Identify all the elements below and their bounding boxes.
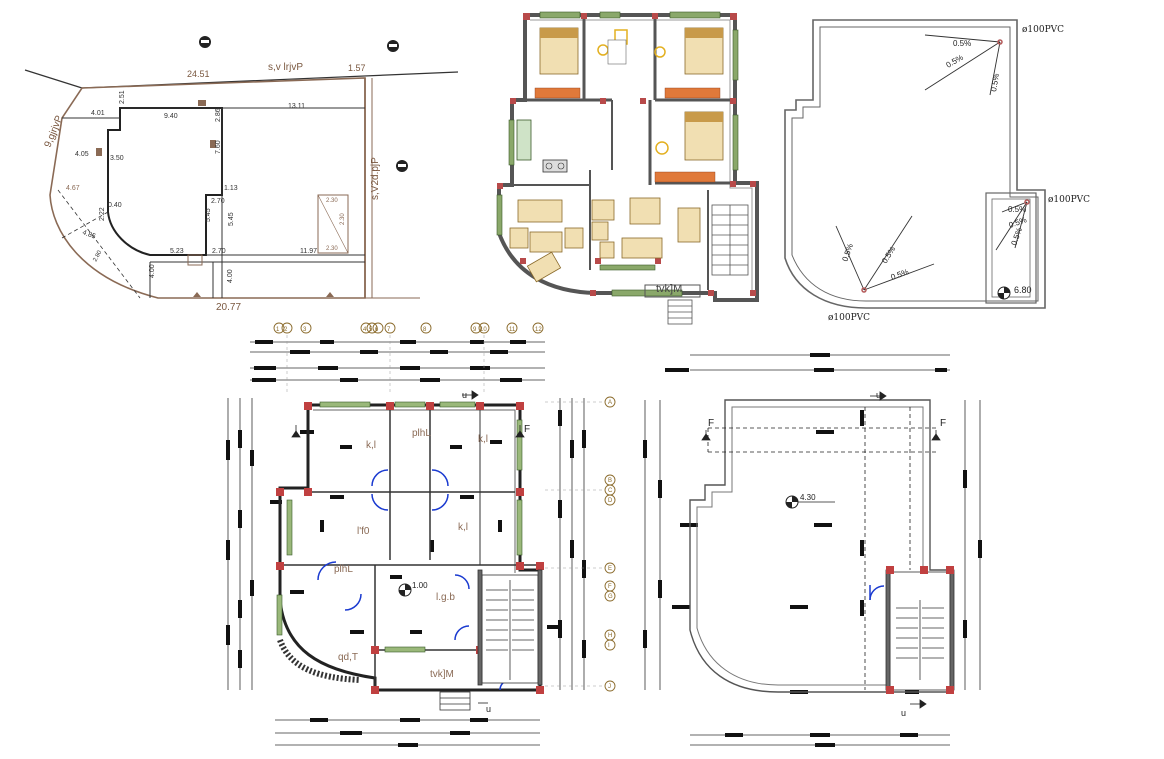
first-section-bottom: u (901, 708, 906, 718)
road-label-right: s,V2d.pjP (370, 157, 381, 200)
axis-top-2: 2 (284, 327, 288, 333)
slope-6: 0.5% (890, 267, 910, 282)
room-label-9: tvk]M (430, 669, 454, 680)
dim-v17: 20.77 (216, 302, 241, 313)
furnished-entrance-label: tvk]M (656, 283, 682, 295)
dim-box1: 2.30 (326, 198, 338, 204)
site-plan (24, 36, 459, 299)
room-label-7: l.g.b (436, 592, 455, 603)
axis-top-11: 11 (509, 327, 516, 333)
dim-v14: 11.97 (300, 248, 317, 255)
room-label-3: k,l (478, 434, 488, 445)
room-label-4: l'f0 (357, 526, 370, 537)
ground-section-right: F (524, 424, 530, 435)
dim-left-c: 4.67 (66, 185, 80, 192)
dim-top-right: 1.57 (348, 63, 366, 73)
slope-1: 0.5% (953, 39, 971, 48)
pipe-label-2: ø100PVC (1048, 195, 1090, 205)
axis-right-h: H (608, 633, 612, 639)
dim-top-total: 24.51 (187, 69, 210, 79)
first-section-left: F (708, 418, 714, 429)
dim-inner-top: 9.40 (164, 113, 178, 120)
dim-curve: 2.80 (92, 249, 103, 263)
pipe-label-3: ø100PVC (828, 313, 870, 323)
axis-right-c: C (608, 488, 613, 494)
axis-right-g: G (608, 594, 613, 600)
axis-top-6: 6 (375, 327, 379, 333)
axis-right-i: I (608, 643, 610, 649)
axis-right-e: E (608, 566, 612, 572)
axis-top-10: 10 (480, 327, 487, 333)
room-label-6: plhL (334, 564, 353, 575)
pipe-label-1: ø100PVC (1022, 25, 1064, 35)
dim-v12: 5.23 (170, 248, 184, 255)
room-label-1: k,l (366, 440, 376, 451)
site-plan-dims: 4.01 4.05 4.67 9.40 13.11 2.51 2.86 7.60… (66, 90, 346, 313)
axis-right-a: A (608, 400, 612, 406)
axis-top-9: 9 (473, 327, 477, 333)
road-label-left: 9,gjrjvP (43, 114, 66, 149)
furnished-plan (496, 11, 759, 325)
dim-v1: 2.51 (119, 90, 126, 104)
roof-labels: ø100PVC ø100PVC ø100PVC (828, 25, 1090, 323)
roof-level: 6.80 (1014, 285, 1032, 295)
dim-v5: 1.13 (224, 185, 238, 192)
slope-3: 0.5% (989, 73, 1001, 93)
dim-v8: 5.45 (228, 212, 235, 226)
ground-axis-right: A B C D E F G H I J (608, 400, 613, 690)
dim-v3: 7.60 (215, 140, 222, 154)
ground-section-bottom: u (486, 704, 491, 714)
dim-left-b: 4.05 (75, 151, 89, 158)
first-floor-level: 4.30 (800, 493, 816, 502)
axis-top-8: 8 (423, 327, 427, 333)
axis-top-3: 3 (303, 327, 307, 333)
roof-plan (784, 19, 1046, 309)
axis-right-j: J (608, 684, 611, 690)
ground-level: 1.00 (412, 581, 428, 590)
dim-inner-top-right: 13.11 (288, 103, 305, 110)
dim-v15: 4.00 (149, 264, 156, 278)
dim-left-a: 4.01 (91, 110, 105, 117)
axis-top-12: 12 (535, 327, 542, 333)
ground-floor-plan (226, 322, 616, 747)
ground-section-top: u (462, 390, 467, 400)
axis-top-4: 4 (363, 327, 367, 333)
ground-room-labels: k,l plhL k,l l'f0 k,l plhL l.g.b qd,T tv… (334, 428, 488, 680)
axis-right-d: D (608, 498, 613, 504)
dim-v9: 0.40 (108, 202, 122, 209)
dim-v13: 2.70 (212, 248, 226, 255)
slope-7: 0.5% (1008, 205, 1026, 214)
ground-axis-top: 1 2 3 4 5 6 7 8 9 10 11 12 (276, 327, 542, 333)
room-label-5: k,l (458, 522, 468, 533)
ground-misc-labels: 1.00 u u F (412, 390, 530, 714)
dim-box2: 2.30 (340, 213, 346, 225)
road-label-top: s,v lrjvP (268, 62, 303, 73)
dim-v10: 2.22 (99, 207, 106, 221)
axis-right-b: B (608, 478, 612, 484)
roof-slopes: 0.5% 0.5% 0.5% 0.5% 0.5% 0.5% 0.5% 0.5% … (840, 39, 1031, 295)
slope-2: 0.5% (945, 53, 965, 70)
axis-right-f: F (608, 584, 612, 590)
slope-5: 0.5% (880, 245, 897, 265)
room-label-8: qd,T (338, 652, 358, 663)
dim-v2: 2.86 (215, 108, 222, 122)
axis-top-1: 1 (276, 327, 280, 333)
slope-4: 0.5% (840, 242, 855, 262)
room-label-2: plhL (412, 428, 431, 439)
dim-v7: 5.45 (205, 208, 212, 222)
axis-top-7: 7 (387, 327, 391, 333)
first-floor-plan (643, 353, 982, 747)
axis-top-5: 5 (369, 327, 373, 333)
first-section-right: F (940, 418, 946, 429)
dim-v11: 4.85 (81, 229, 96, 240)
dim-box3: 2.30 (326, 246, 338, 252)
dim-v16: 4.00 (227, 269, 234, 283)
dim-v6: 2.70 (211, 198, 225, 205)
first-section-top: u (876, 390, 881, 400)
first-floor-labels: 4.30 u u F F (708, 390, 946, 718)
dim-v4: 3.50 (110, 155, 124, 162)
